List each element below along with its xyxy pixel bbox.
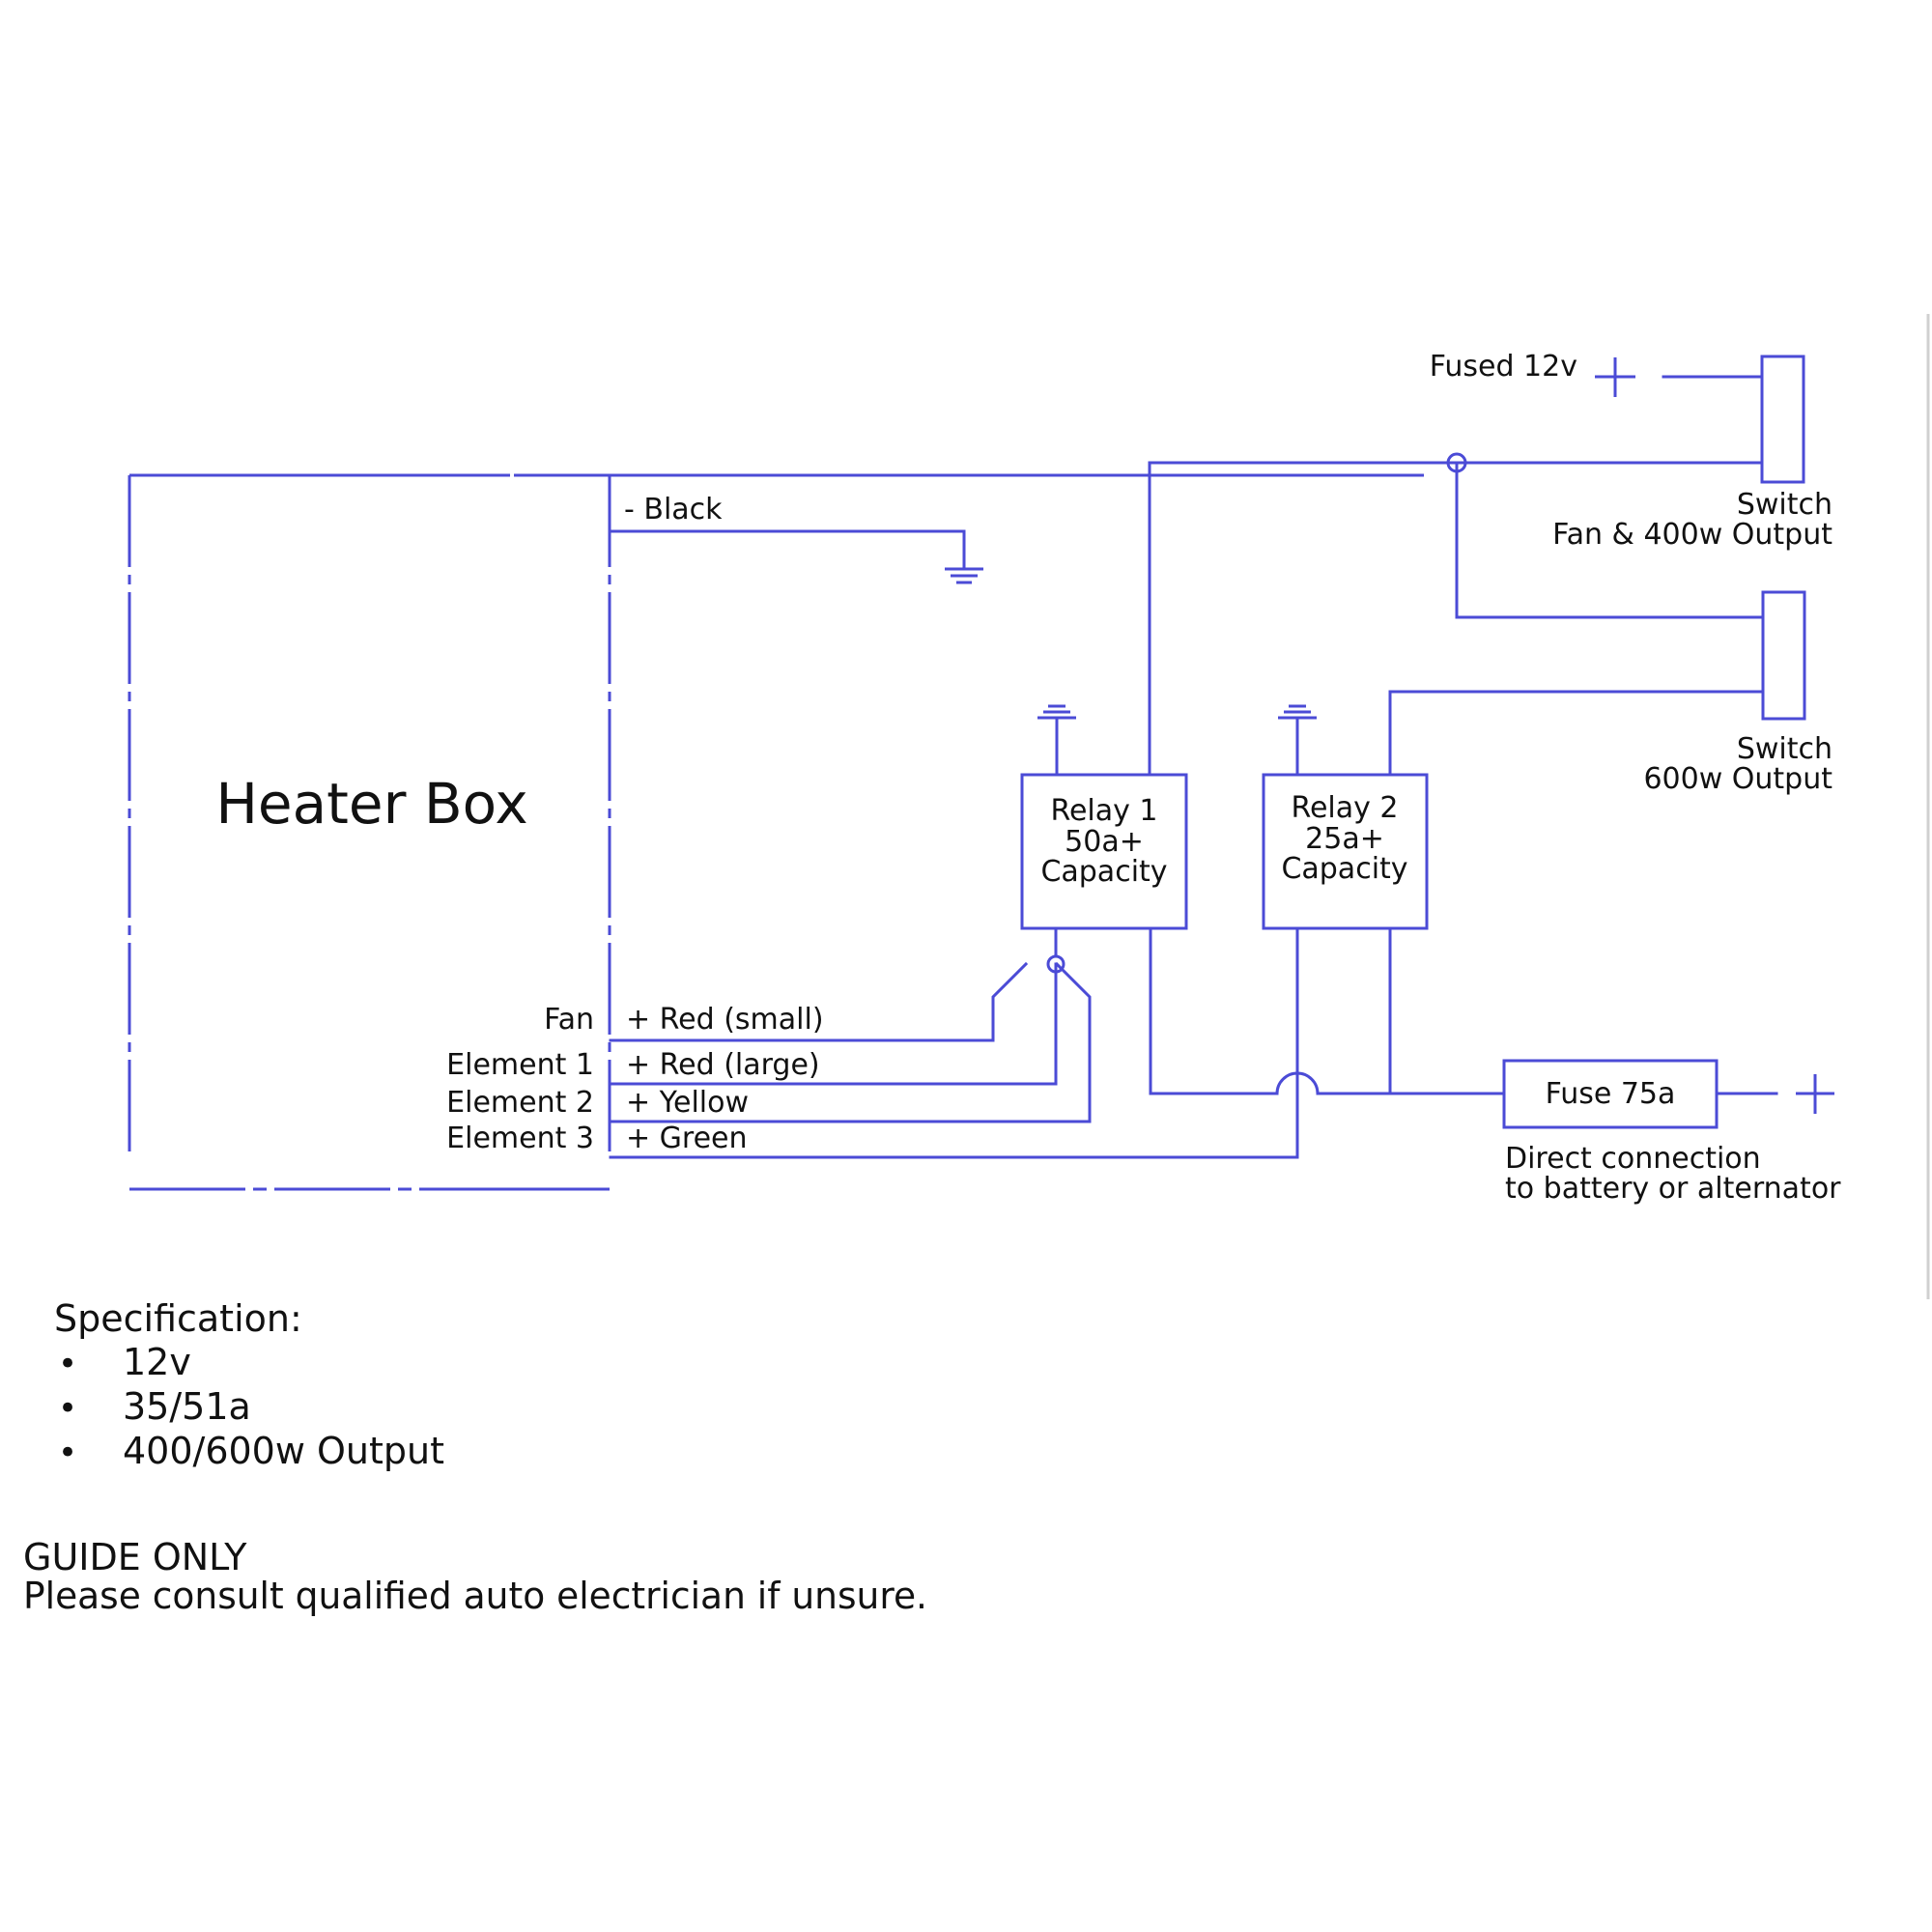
ground-icon (1037, 704, 1076, 720)
relay2-label-line3: Capacity (1281, 852, 1407, 886)
fused-12v-label: Fused 12v (1430, 350, 1577, 384)
wire-red-small-label: + Red (small) (626, 1003, 824, 1037)
switch2-label-line2: 600w Output (1643, 762, 1833, 796)
terminal-fan-label: Fan (544, 1003, 594, 1037)
black-wire-label: - Black (624, 493, 723, 526)
element1-wire (609, 962, 1058, 1086)
terminal-element2-label: Element 2 (446, 1086, 594, 1120)
element3-wire (609, 926, 1299, 1159)
fuse-label: Fuse 75a (1546, 1077, 1676, 1111)
relay2-label-line2: 25a+ (1305, 822, 1384, 856)
fan-wire (609, 961, 1029, 1042)
switch2-label-line1: Switch (1737, 732, 1833, 766)
spec-item-output: 400/600w Output (123, 1430, 444, 1472)
wire-red-large-label: + Red (large) (626, 1048, 820, 1082)
ground-icon (945, 567, 983, 584)
spec-bullet: • (58, 1389, 77, 1428)
spec-heading: Specification: (54, 1297, 302, 1340)
black-ground-wire (609, 529, 983, 584)
fused-12v-terminal (1595, 357, 1764, 397)
switch1-label-line1: Switch (1737, 488, 1833, 522)
fuse-note-line2: to battery or alternator (1505, 1172, 1841, 1206)
plus-icon (1796, 1074, 1834, 1114)
relay1-label-line3: Capacity (1040, 855, 1167, 889)
relay1-label-line1: Relay 1 (1050, 794, 1157, 828)
fuse-note-line1: Direct connection (1505, 1142, 1761, 1176)
relay-2 (1262, 690, 1765, 1095)
relay-1 (1020, 461, 1279, 1095)
heater-box (128, 473, 1424, 1191)
spec-bullet: • (58, 1434, 77, 1472)
fuse-75a (1502, 1059, 1834, 1129)
wire-crossover-hop (1275, 1071, 1320, 1094)
relay1-label-line2: 50a+ (1065, 825, 1144, 859)
disclaimer-heading: GUIDE ONLY (23, 1536, 247, 1578)
spec-item-current: 35/51a (123, 1385, 251, 1428)
switch1-label-line2: Fan & 400w Output (1552, 518, 1833, 552)
terminal-element1-label: Element 1 (446, 1048, 594, 1082)
wire-green-label: + Green (626, 1122, 748, 1155)
spec-item-voltage: 12v (123, 1341, 191, 1383)
spec-bullet: • (58, 1345, 77, 1383)
plus-icon (1595, 357, 1635, 397)
switch-fan-400w (1760, 355, 1805, 484)
relay2-label-line1: Relay 2 (1291, 791, 1398, 825)
ground-icon (1278, 704, 1317, 720)
wire-yellow-label: + Yellow (626, 1086, 749, 1120)
terminal-element3-label: Element 3 (446, 1122, 594, 1155)
switch-600w (1761, 590, 1806, 721)
element2-wire (609, 961, 1092, 1123)
disclaimer-text: Please consult qualified auto electricia… (23, 1575, 927, 1617)
heater-box-title: Heater Box (215, 771, 527, 837)
